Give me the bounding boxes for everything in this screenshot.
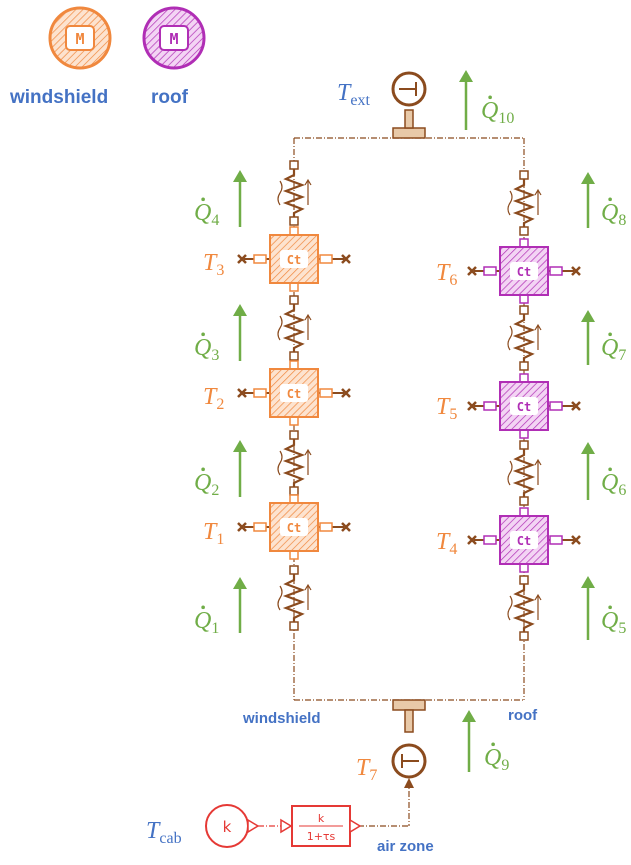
tee-connector-top <box>392 109 426 139</box>
q8-label-dot <box>608 197 612 202</box>
q3-label-dot <box>201 332 205 337</box>
windshield-resistor-1 <box>277 160 312 226</box>
legend-windshield-label: windshield <box>9 87 108 108</box>
windshield-capacitance-t1: Ct <box>237 494 351 560</box>
q8-label: Q8 <box>601 200 626 229</box>
legend-windshield-letter: M <box>75 30 84 48</box>
q5-label-dot <box>608 605 612 610</box>
roof-capacitance-t5-label: Ct <box>517 400 531 414</box>
windshield-capacitance-t2: Ct <box>237 360 351 426</box>
q1-label: Q1 <box>194 608 219 637</box>
q9-label-dot <box>491 742 495 747</box>
t1-label: T1 <box>203 519 224 548</box>
tee-connector-bottom <box>392 699 426 733</box>
roof-capacitance-t4-label: Ct <box>517 534 531 548</box>
roof-capacitance-t4: Ct <box>467 507 581 573</box>
heat-flow-arrow-q1 <box>233 577 247 633</box>
windshield-capacitance-t3: Ct <box>237 226 351 292</box>
q2-label: Q2 <box>194 470 219 499</box>
roof-capacitance-t6: Ct <box>467 238 581 304</box>
t6-label: T6 <box>436 260 457 289</box>
air-zone-label: air zone <box>377 838 434 855</box>
t4-label: T4 <box>436 529 457 558</box>
q1-label-dot <box>201 605 205 610</box>
roof-resistor-1 <box>507 170 542 236</box>
heat-flow-arrow-q7 <box>581 310 595 365</box>
q10-label: Q10 <box>481 98 514 127</box>
q5-label: Q5 <box>601 608 626 637</box>
legend-roof-thermal-mass: M <box>142 6 206 70</box>
heat-flow-arrow-q4 <box>233 170 247 227</box>
windshield-resistor-4 <box>277 565 312 631</box>
heat-flow-arrow-q5 <box>581 576 595 640</box>
legend-windshield-thermal-mass: M <box>48 6 112 70</box>
temperature-sensor-ext <box>391 71 427 107</box>
q6-label-dot <box>608 467 612 472</box>
t5-label: T5 <box>436 394 457 423</box>
q2-label-dot <box>201 467 205 472</box>
q4-label-dot <box>201 197 205 202</box>
gain-block-label: k <box>223 818 232 836</box>
t2-label: T2 <box>203 384 224 413</box>
heat-flow-arrow-q3 <box>233 304 247 361</box>
transfer-function-numerator: k <box>318 812 325 825</box>
q10-label-dot <box>488 95 492 100</box>
roof-resistor-3 <box>507 440 542 506</box>
q7-label: Q7 <box>601 335 626 364</box>
roof-resistor-2 <box>507 305 542 371</box>
roof-label: roof <box>508 707 538 724</box>
q7-label-dot <box>608 332 612 337</box>
transfer-function-denominator: 1+τs <box>307 830 336 843</box>
roof-capacitance-t5: Ct <box>467 373 581 439</box>
heat-flow-arrow-q8 <box>581 172 595 228</box>
q3-label: Q3 <box>194 335 219 364</box>
t-ext-label: Text <box>337 80 370 109</box>
gain-block: k <box>205 804 293 848</box>
heat-flow-arrows <box>233 70 595 772</box>
q4-label: Q4 <box>194 200 219 229</box>
windshield-capacitance-t1-label: Ct <box>287 521 301 535</box>
windshield-resistor-2 <box>277 295 312 361</box>
legend-roof-label: roof <box>151 87 189 108</box>
heat-flow-arrow-q2 <box>233 440 247 497</box>
t7-label: T7 <box>356 755 377 784</box>
transfer-function-block: k 1+τs <box>291 805 362 847</box>
t3-label: T3 <box>203 250 224 279</box>
air-zone-input-arrow <box>404 778 414 788</box>
heat-flow-arrow-q10 <box>459 70 473 130</box>
roof-resistor-4 <box>507 575 542 641</box>
q9-label: Q9 <box>484 745 509 774</box>
heat-flow-arrow-q9 <box>462 710 476 772</box>
roof-capacitance-t6-label: Ct <box>517 265 531 279</box>
temperature-sensor-t7 <box>391 743 427 779</box>
t-cab-label: Tcab <box>146 818 182 847</box>
windshield-label: windshield <box>242 710 321 727</box>
windshield-capacitance-t2-label: Ct <box>287 387 301 401</box>
legend-roof-letter: M <box>169 30 178 48</box>
heat-flow-arrow-q6 <box>581 442 595 500</box>
windshield-capacitance-t3-label: Ct <box>287 253 301 267</box>
q6-label: Q6 <box>601 470 626 499</box>
